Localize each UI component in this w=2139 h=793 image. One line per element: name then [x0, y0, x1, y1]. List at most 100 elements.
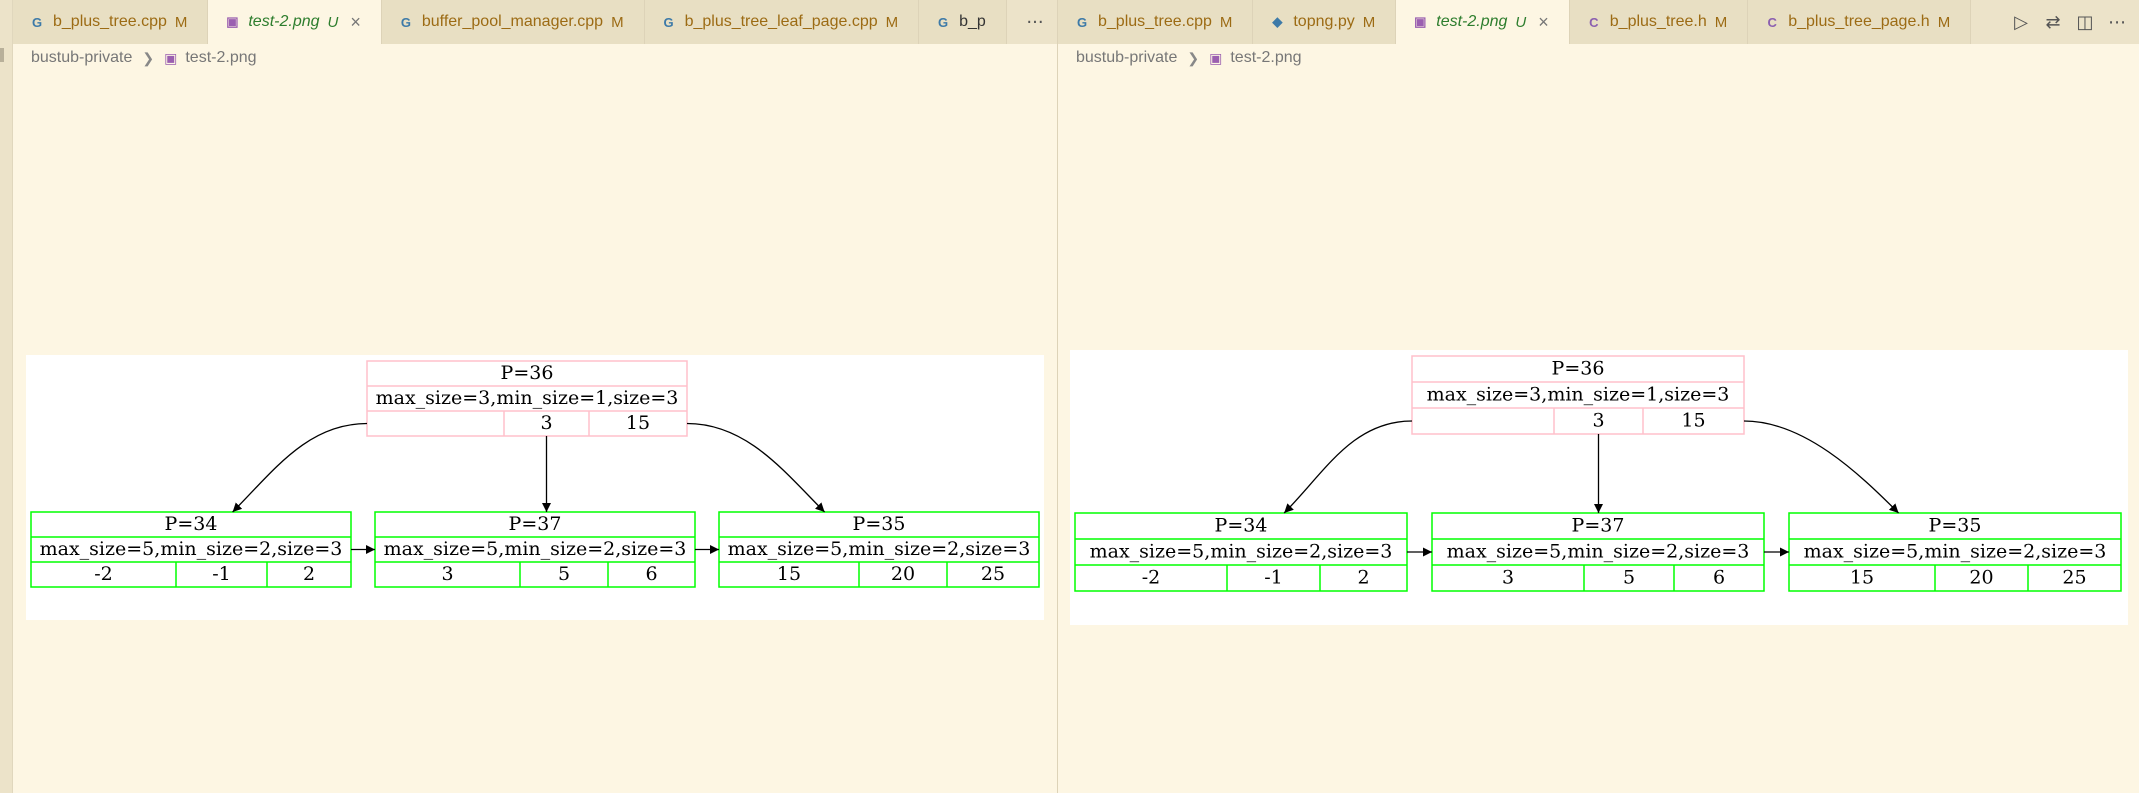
- python-file-icon: ◆: [1272, 14, 1283, 29]
- git-status-badge: U: [327, 13, 339, 31]
- node-key: -2: [1142, 567, 1161, 589]
- git-status-badge: M: [885, 13, 899, 31]
- tab-label: b_plus_tree.h: [1609, 13, 1707, 30]
- image-file-icon: ▣: [226, 14, 239, 29]
- node-key: 3: [441, 563, 453, 585]
- node-border: [1431, 512, 1765, 592]
- more-actions-icon[interactable]: ⋯: [2108, 11, 2126, 33]
- close-icon[interactable]: ×: [1538, 11, 1549, 32]
- breadcrumb: bustub-private ❯ ▣ test-2.png: [1076, 48, 1302, 68]
- node-info: max_size=5,min_size=2,size=3: [1447, 541, 1750, 563]
- compare-changes-icon[interactable]: ⇄: [2045, 11, 2061, 33]
- node-title: P=34: [1215, 515, 1268, 537]
- tab-label: b_plus_tree_leaf_page.cpp: [684, 13, 878, 30]
- node-info: max_size=5,min_size=2,size=3: [384, 538, 687, 560]
- more-tabs-button[interactable]: ···: [1026, 11, 1044, 33]
- chevron-right-icon: ❯: [1187, 49, 1200, 66]
- edge-arrow: [1283, 420, 1413, 514]
- node-key: 15: [1850, 567, 1874, 589]
- edge-arrow: [1743, 420, 1900, 514]
- image-file-icon: ▣: [164, 49, 178, 66]
- node-info: max_size=3,min_size=1,size=3: [1427, 384, 1730, 406]
- node-key: 5: [558, 563, 570, 585]
- node-key: 20: [891, 563, 915, 585]
- node-info: max_size=5,min_size=2,size=3: [40, 538, 343, 560]
- tab-label: b_plus_tree_page.h: [1788, 13, 1930, 30]
- chevron-right-icon: ❯: [142, 49, 155, 66]
- breadcrumb-file[interactable]: test-2.png: [185, 49, 257, 66]
- node-title: P=36: [1552, 358, 1605, 380]
- edge-arrow: [232, 422, 368, 513]
- git-status-badge: M: [1362, 13, 1376, 31]
- right-tab-actions: ▷ ⇄ ◫ ⋯: [1995, 0, 2139, 44]
- split-editor-icon[interactable]: ◫: [2076, 11, 2094, 33]
- gutter-marker: [0, 48, 4, 62]
- node-key: 3: [1592, 410, 1604, 432]
- node-border: [718, 511, 1040, 588]
- breadcrumb: bustub-private ❯ ▣ test-2.png: [31, 48, 257, 68]
- node-key: -1: [1264, 567, 1283, 589]
- cpp-file-icon: G: [1076, 14, 1088, 30]
- root-node: P=36 max_size=3,min_size=1,size=3 3 15: [1411, 355, 1745, 435]
- node-title: P=36: [501, 362, 554, 384]
- tab-2[interactable]: ▣ test-2.png U ×: [1396, 0, 1570, 44]
- node-title: P=37: [1572, 515, 1625, 537]
- split-divider[interactable]: [1057, 0, 1058, 793]
- tab-label: test-2.png: [1436, 13, 1508, 30]
- node-border: [1074, 512, 1408, 592]
- breadcrumb-file[interactable]: test-2.png: [1230, 49, 1302, 66]
- breadcrumb-folder[interactable]: bustub-private: [31, 49, 133, 66]
- image-file-icon: ▣: [1414, 14, 1427, 29]
- activity-gutter: [0, 0, 13, 793]
- node-info: max_size=5,min_size=2,size=3: [1090, 541, 1393, 563]
- tab-label: b_plus_tree.cpp: [1098, 13, 1212, 30]
- tab-label: test-2.png: [248, 13, 320, 30]
- close-icon[interactable]: ×: [350, 11, 361, 32]
- git-status-badge: M: [611, 13, 624, 31]
- node-key: -1: [212, 563, 231, 585]
- node-key: 20: [1969, 567, 1993, 589]
- node-key: 15: [1681, 410, 1705, 432]
- git-status-badge: M: [1714, 13, 1728, 31]
- node-info: max_size=3,min_size=1,size=3: [376, 387, 679, 409]
- node-border: [1411, 355, 1745, 435]
- node-key: 6: [645, 563, 657, 585]
- node-title: P=35: [1929, 515, 1982, 537]
- tab-label: b_plus_tree.cpp: [53, 13, 167, 30]
- edge-arrow: [686, 422, 826, 513]
- node-border: [30, 511, 352, 588]
- breadcrumb-folder[interactable]: bustub-private: [1076, 49, 1178, 66]
- node-key: 15: [777, 563, 801, 585]
- node-key: 3: [540, 412, 552, 434]
- cpp-file-icon: G: [663, 14, 674, 30]
- node-info: max_size=5,min_size=2,size=3: [1804, 541, 2107, 563]
- node-border: [366, 360, 688, 437]
- tab-1[interactable]: ▣ test-2.png U ×: [208, 0, 382, 44]
- node-title: P=35: [853, 513, 906, 535]
- run-icon[interactable]: ▷: [2014, 11, 2028, 33]
- node-key: 2: [303, 563, 315, 585]
- git-status-badge: U: [1515, 13, 1527, 31]
- image-file-icon: ▣: [1209, 49, 1223, 66]
- c-header-file-icon: C: [1767, 14, 1777, 30]
- node-key: -2: [94, 563, 113, 585]
